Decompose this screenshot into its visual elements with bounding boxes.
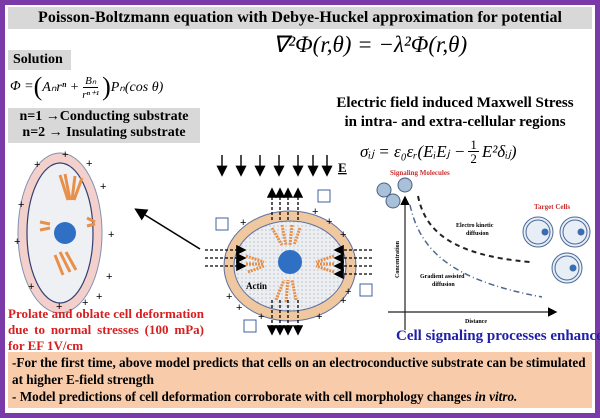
eq-term1: Aₙrⁿ +: [42, 79, 80, 95]
actin-fibers: [245, 224, 335, 303]
curve2-label: Gradient assisted: [420, 274, 465, 280]
svg-text:+: +: [18, 199, 24, 211]
field-label: E: [338, 160, 347, 175]
maxwell-line2: in intra- and extra-cellular regions: [344, 114, 566, 130]
maxwell-heading: Electric field induced Maxwell Stress in…: [315, 94, 595, 132]
oblate-cell: Actin +++++ +++++: [205, 187, 373, 336]
svg-text:+: +: [316, 311, 322, 323]
maxwell-frac-num: 1: [468, 137, 479, 152]
electrokinetic-curve: [417, 195, 531, 263]
charges: + + + + + + + + + + + +: [14, 149, 114, 313]
svg-text:+: +: [345, 286, 351, 298]
nucleus: [278, 250, 302, 274]
svg-text:+: +: [240, 217, 246, 229]
main-equation: ∇²Φ(r,θ) = −λ²Φ(r,θ): [272, 32, 468, 57]
svg-text:+: +: [56, 301, 62, 313]
signaling-caption: Cell signaling processes enhanced: [396, 328, 600, 344]
prolate-cell: + + + + + + + + + + + +: [14, 149, 114, 314]
maxwell-line1: Electric field induced Maxwell Stress: [336, 95, 574, 111]
eq-tail: Pₙ(cos θ): [110, 79, 164, 95]
curve1-label-2: diffusion: [466, 231, 489, 237]
svg-text:+: +: [312, 206, 318, 218]
svg-text:+: +: [106, 271, 112, 283]
case-conducting: n=1 →Conducting substrate: [19, 109, 189, 124]
svg-text:+: +: [34, 159, 40, 171]
maxwell-eq-left: σᵢⱼ = ε₀εᵣ(EᵢEⱼ −: [360, 141, 466, 161]
stress-boxes: [215, 189, 373, 333]
target-cells: [522, 216, 591, 284]
actin-label: Actin: [246, 281, 267, 291]
svg-text:+: +: [96, 291, 102, 303]
svg-text:+: +: [326, 216, 332, 228]
svg-text:+: +: [14, 236, 20, 248]
svg-text:+: +: [86, 158, 92, 170]
solution-equation: Φ = ( Aₙrⁿ + Bₙ rⁿ⁺¹ ) Pₙ(cos θ): [10, 72, 164, 101]
svg-text:+: +: [100, 181, 106, 193]
maxwell-frac-den: 2: [470, 151, 477, 166]
target-cells-label: Target Cells: [534, 203, 570, 211]
curve2-label-2: diffusion: [432, 282, 455, 288]
maxwell-equation: σᵢⱼ = ε₀εᵣ(EᵢEⱼ − 1 2 E²δᵢⱼ): [360, 138, 517, 165]
solution-label: Solution: [8, 50, 71, 70]
maxwell-eq-right: E²δᵢⱼ): [481, 141, 517, 161]
stress-arrows: [205, 187, 372, 336]
svg-text:+: +: [226, 291, 232, 303]
conclusions-box: -For the first time, above model predict…: [8, 352, 592, 408]
eq-numerator: Bₙ: [83, 74, 99, 88]
gradient-curve: [409, 204, 543, 298]
svg-text:+: +: [82, 297, 88, 309]
svg-text:+: +: [258, 311, 264, 323]
eq-denominator: rⁿ⁺¹: [82, 88, 100, 101]
svg-text:+: +: [236, 302, 242, 314]
svg-text:+: +: [62, 149, 68, 161]
actin-fibers: [39, 173, 96, 276]
case-insulating: n=2 → Insulating substrate: [22, 125, 186, 140]
curve1-label: Electro kinetic: [456, 223, 494, 229]
svg-text:+: +: [108, 229, 114, 241]
eq-lhs: Φ =: [10, 79, 34, 94]
field-arrows: [216, 155, 333, 177]
conclusion-1: -For the first time, above model predict…: [12, 355, 586, 387]
charges: +++++ +++++: [226, 206, 351, 323]
substrate-cases: n=1 →Conducting substrate n=2 → Insulati…: [8, 108, 200, 143]
deformation-arrow: [134, 208, 201, 250]
conclusion-2: - Model predictions of cell deformation …: [12, 389, 518, 404]
svg-text:+: +: [340, 229, 346, 241]
title-banner: Poisson-Boltzmann equation with Debye-Hu…: [8, 7, 592, 29]
signaling-graph: Signaling Molecules Electro kinetic diff…: [376, 169, 591, 330]
deformation-text: Prolate and oblate cell deformation due …: [8, 306, 204, 353]
svg-text:+: +: [28, 281, 34, 293]
svg-text:+: +: [340, 295, 346, 307]
y-axis-label: Concentration: [395, 240, 401, 278]
x-axis-label: Distance: [465, 319, 487, 325]
molecules-label: Signaling Molecules: [390, 169, 450, 177]
nucleus: [54, 222, 76, 244]
